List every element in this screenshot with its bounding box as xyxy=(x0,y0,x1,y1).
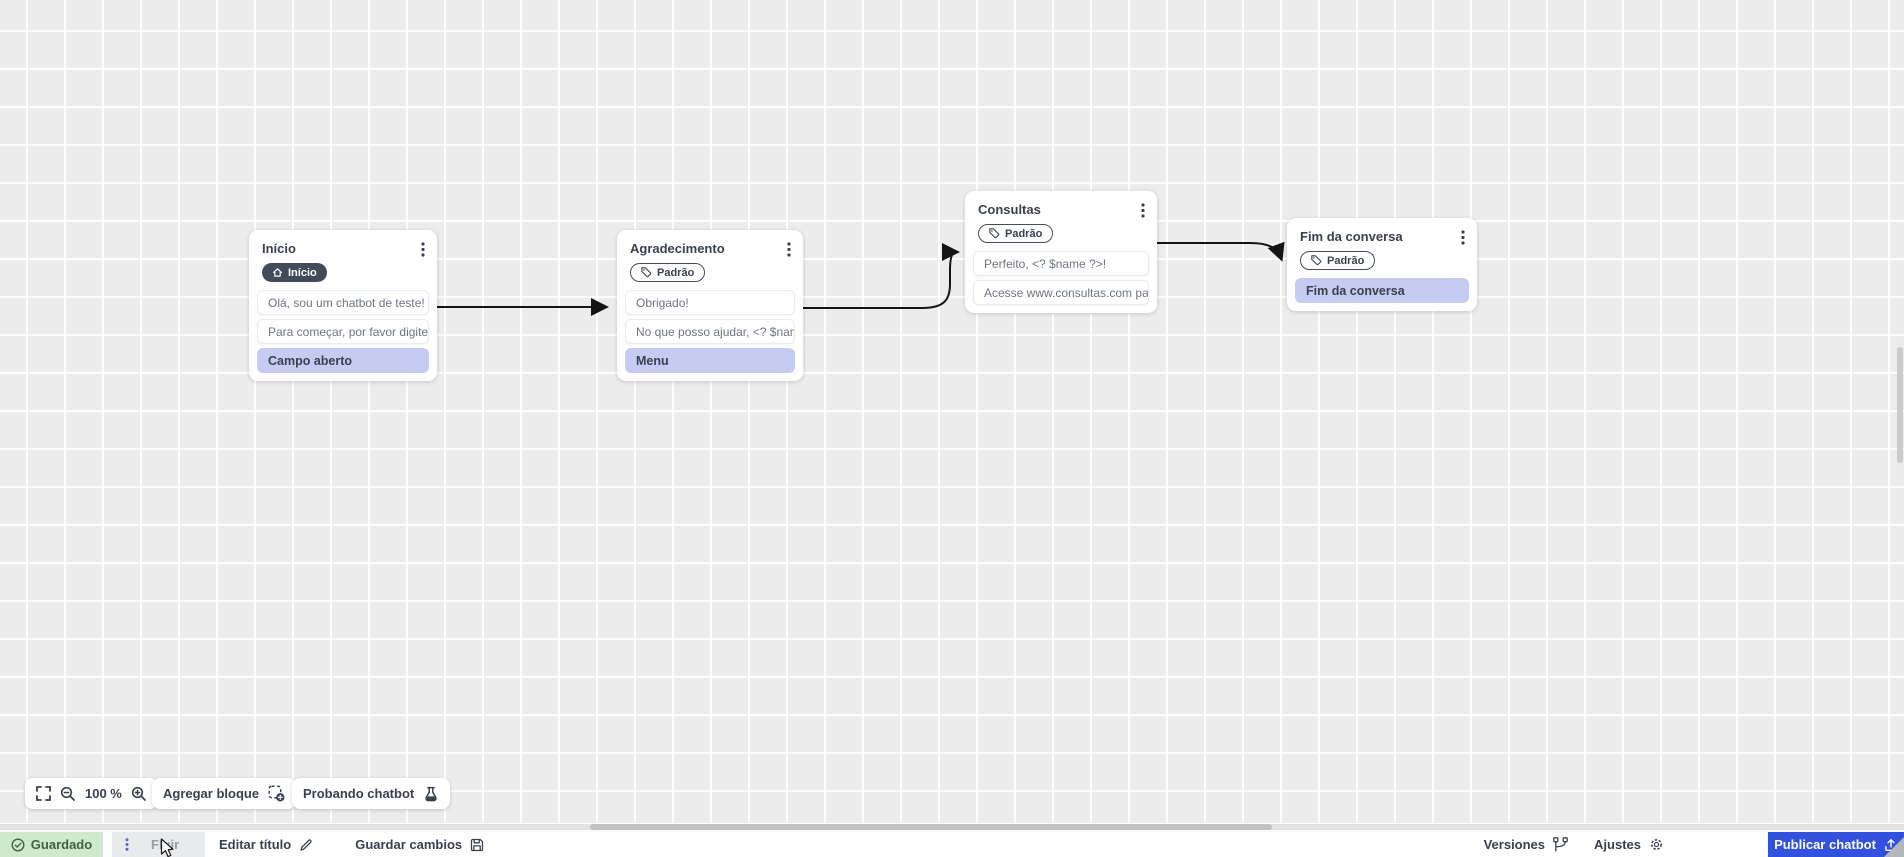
view-controls-panel: 100 % xyxy=(25,778,158,809)
badge-label: Início xyxy=(288,266,317,279)
kebab-menu-icon[interactable] xyxy=(1461,230,1465,245)
node-badge: Início xyxy=(262,263,327,282)
node-badge: Padrão xyxy=(630,263,706,282)
kebab-menu-icon[interactable] xyxy=(421,242,425,257)
node-badge: Padrão xyxy=(978,224,1054,243)
add-block-button[interactable]: Agregar bloque xyxy=(152,778,297,809)
node-title: Agradecimento xyxy=(630,241,725,256)
save-changes-button[interactable]: Guardar cambios xyxy=(355,837,484,852)
node-header: Início xyxy=(249,230,437,263)
kebab-menu-icon[interactable] xyxy=(125,838,129,851)
flow-node-fim-da-conversa[interactable]: Fim da conversa Padrão Fim da conversa xyxy=(1287,218,1477,311)
test-chatbot-label: Probando chatbot xyxy=(303,786,415,801)
zoom-out-icon[interactable] xyxy=(60,786,76,802)
message-block[interactable]: No que posso ajudar, <? $name ... xyxy=(625,319,795,344)
badge-label: Padrão xyxy=(1005,227,1043,240)
node-title: Consultas xyxy=(978,202,1041,217)
flow-node-agradecimento[interactable]: Agradecimento Padrão Obrigado! No que po… xyxy=(617,230,803,381)
versions-button[interactable]: Versiones xyxy=(1484,837,1568,852)
settings-label: Ajustes xyxy=(1594,837,1641,852)
kebab-menu-icon[interactable] xyxy=(1141,203,1145,218)
vertical-scrollbar-thumb[interactable] xyxy=(1897,347,1903,463)
saved-status-badge: Guardado xyxy=(0,832,103,857)
home-icon xyxy=(272,268,283,277)
save-changes-label: Guardar cambios xyxy=(355,837,463,852)
node-header: Fim da conversa xyxy=(1287,218,1477,251)
add-block-label: Agregar bloque xyxy=(163,786,260,801)
output-block[interactable]: Campo aberto xyxy=(257,348,429,373)
flask-icon xyxy=(425,786,437,801)
save-icon xyxy=(471,838,484,851)
zoom-level: 100 % xyxy=(85,786,122,801)
versions-label: Versiones xyxy=(1483,837,1546,852)
edit-title-label: Editar título xyxy=(219,837,292,852)
message-block[interactable]: Obrigado! xyxy=(625,290,795,315)
check-circle-icon xyxy=(11,837,25,852)
node-header: Consultas xyxy=(965,191,1157,224)
node-title: Início xyxy=(262,241,296,256)
edit-title-button[interactable]: Editar título xyxy=(219,837,313,852)
flow-node-consultas[interactable]: Consultas Padrão Perfeito, <? $name ?>! … xyxy=(965,191,1157,313)
tab-flow[interactable]: Fluir xyxy=(112,832,205,857)
message-block[interactable]: Para começar, por favor digite o ... xyxy=(257,319,429,344)
tab-flow-label: Fluir xyxy=(151,837,180,852)
message-block[interactable]: Perfeito, <? $name ?>! xyxy=(973,251,1149,276)
kebab-menu-icon[interactable] xyxy=(787,242,791,257)
node-header: Agradecimento xyxy=(617,230,803,263)
horizontal-scrollbar-thumb[interactable] xyxy=(590,824,1272,830)
pencil-icon xyxy=(300,838,312,851)
output-block[interactable]: Fim da conversa xyxy=(1295,278,1469,303)
flow-node-inicio[interactable]: Início Início Olá, sou um chatbot de tes… xyxy=(249,230,437,381)
node-badge: Padrão xyxy=(1300,251,1376,270)
branch-icon xyxy=(1553,837,1568,852)
status-bar: Guardado Fluir Editar título Guardar cam… xyxy=(0,832,1904,857)
gear-icon xyxy=(1651,839,1662,850)
window-corner-grip xyxy=(1884,837,1904,857)
publish-chatbot-label: Publicar chatbot xyxy=(1774,837,1876,852)
horizontal-scrollbar xyxy=(0,823,1904,832)
message-block[interactable]: Olá, sou um chatbot de teste! xyxy=(257,290,429,315)
test-chatbot-button[interactable]: Probando chatbot xyxy=(292,778,451,809)
tag-icon xyxy=(1311,255,1322,266)
zoom-in-icon[interactable] xyxy=(131,786,147,802)
add-block-icon xyxy=(268,785,285,802)
badge-label: Padrão xyxy=(657,266,695,279)
fit-view-icon[interactable] xyxy=(36,786,51,801)
settings-button[interactable]: Ajustes xyxy=(1594,837,1664,852)
message-block[interactable]: Acesse www.consultas.com par... xyxy=(973,280,1149,305)
node-title: Fim da conversa xyxy=(1300,229,1403,244)
tag-icon xyxy=(641,267,652,278)
tag-icon xyxy=(989,228,1000,239)
badge-label: Padrão xyxy=(1327,254,1365,267)
saved-status-label: Guardado xyxy=(30,837,93,852)
output-block[interactable]: Menu xyxy=(625,348,795,373)
